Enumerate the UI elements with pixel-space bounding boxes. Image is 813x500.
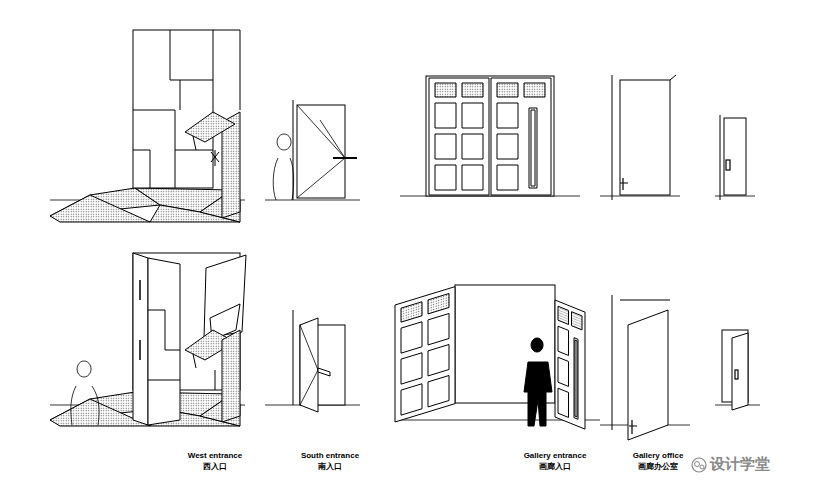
caption-english: West entrance: [188, 452, 243, 461]
watermark: 设计学堂: [710, 456, 770, 473]
caption-english: South entrance: [301, 452, 359, 461]
caption-chinese: 画廊入口: [539, 463, 571, 472]
caption-chinese: 画廊办公室: [638, 463, 678, 472]
caption-chinese: 南入口: [318, 463, 342, 472]
caption-english: Gallery entrance: [524, 452, 587, 461]
caption-english: Gallery office: [633, 452, 684, 461]
caption-chinese: 西入口: [203, 463, 227, 472]
